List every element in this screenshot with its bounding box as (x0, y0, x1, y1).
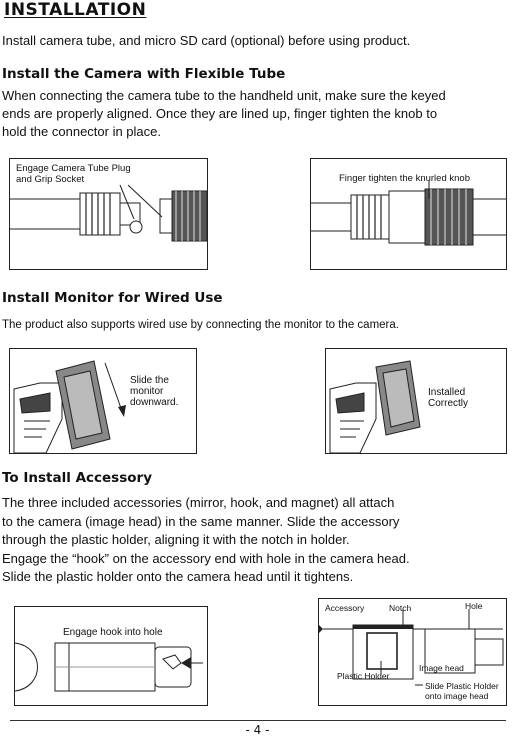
section3-heading: To Install Accessory (2, 470, 152, 486)
fig6-plastic-holder-label: Plastic Holder (337, 671, 390, 681)
section3-body: The three included accessories (mirror, … (2, 494, 514, 587)
engage-hook-illustration (15, 642, 203, 692)
section2-body: The product also supports wired use by c… (2, 319, 399, 331)
fig3-label-line-3: downward. (130, 397, 179, 408)
fig6-slide-line-2: onto image head (425, 691, 489, 701)
knurled-knob-illustration (311, 181, 506, 246)
intro-text: Install camera tube, and micro SD card (… (2, 33, 411, 48)
section1-heading: Install the Camera with Flexible Tube (2, 66, 286, 82)
plastic-holder-illustration (319, 609, 504, 686)
fig3-label: Slide the monitor downward. (130, 375, 178, 408)
fig6-hole-label: Hole (465, 601, 483, 611)
section1-line-3: hold the connector in place. (2, 124, 161, 139)
fig3-label-line-1: Slide the (130, 375, 169, 386)
page-number: - 4 - (245, 723, 270, 737)
figure-tube-plug: Engage Camera Tube Plug and Grip Socket (9, 158, 208, 270)
section3-line-4: Engage the “hook” on the accessory end w… (2, 550, 410, 566)
section1-line-2: ends are properly aligned. Once they are… (2, 106, 438, 121)
section3-line-5: Slide the plastic holder onto the camera… (2, 569, 354, 584)
fig6-slide-label: Slide Plastic Holder onto image head (425, 681, 499, 701)
fig6-accessory-label: Accessory (325, 603, 365, 613)
fig5-label: Engage hook into hole (63, 627, 163, 638)
fig6-image-head-label: Image head (419, 663, 464, 673)
figure-knurled-knob: Finger tighten the knurled knob (310, 158, 507, 270)
fig4-label-line-1: Installed (428, 387, 466, 398)
figure-plastic-holder: Accessory Notch Hole Plastic Holder Imag… (318, 598, 507, 706)
section3-line-2: to the camera (image head) in the same m… (2, 513, 400, 529)
slide-monitor-illustration (13, 360, 126, 453)
fig1-label-line-1: Engage Camera Tube Plug (16, 163, 131, 174)
figure-engage-hook: Engage hook into hole (14, 606, 208, 706)
figure-slide-monitor: Slide the monitor downward. (9, 348, 197, 454)
section3-line-1: The three included accessories (mirror, … (2, 495, 395, 510)
tube-plug-illustration (10, 184, 207, 242)
figure-installed: Installed Correctly (325, 348, 507, 454)
fig1-label-line-2: and Grip Socket (16, 174, 85, 185)
section1-body: When connecting the camera tube to the h… (2, 87, 514, 141)
fig6-notch-label: Notch (389, 603, 412, 613)
section1-line-1: When connecting the camera tube to the h… (2, 88, 446, 103)
fig4-label-line-2: Correctly (428, 398, 469, 409)
fig4-label: Installed Correctly (428, 387, 468, 409)
page-title: INSTALLATION (4, 0, 147, 20)
installed-illustration (329, 360, 421, 453)
fig3-label-line-2: monitor (130, 386, 164, 397)
fig6-slide-line-1: Slide Plastic Holder (425, 681, 499, 691)
section3-line-3: through the plastic holder, aligning it … (2, 532, 350, 547)
footer-divider (10, 720, 506, 721)
fig1-label: Engage Camera Tube Plug and Grip Socket (16, 163, 131, 185)
fig2-label: Finger tighten the knurled knob (339, 173, 470, 184)
section2-heading: Install Monitor for Wired Use (2, 290, 223, 306)
